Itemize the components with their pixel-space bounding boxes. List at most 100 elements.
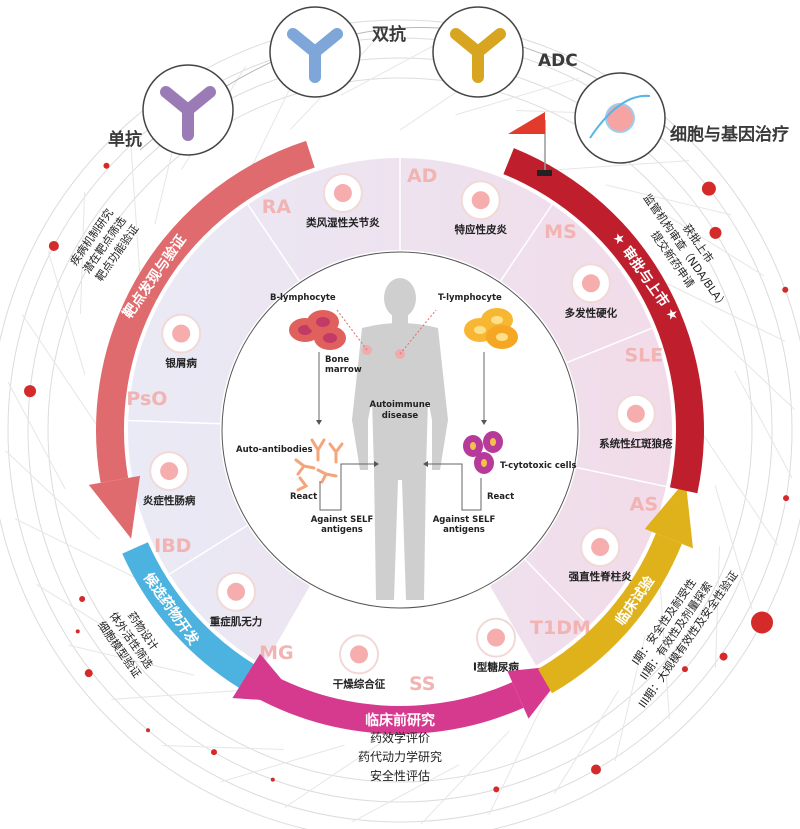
disease-segment-divider: [430, 607, 448, 698]
finish-flag-base: [537, 170, 552, 176]
stage-arrow-target-head: [88, 475, 141, 539]
network-line: [659, 579, 670, 719]
network-line: [340, 37, 449, 96]
disease-abbr: SS: [409, 673, 436, 695]
network-node-dot: [591, 764, 601, 775]
disease-abbr: PsO: [126, 388, 167, 410]
modality-label: 双抗: [372, 24, 406, 45]
antibody-glyph: [450, 28, 506, 83]
skin-layer-icon-glyph: [350, 645, 369, 664]
spine-pain-icon-glyph: [591, 538, 610, 557]
modality-bsab: 双抗: [269, 6, 406, 98]
disease-segment-divider: [288, 594, 328, 679]
disease-name: 重症肌无力: [210, 615, 263, 628]
network-node-dot: [103, 162, 110, 169]
disease-name: 类风湿性关节炎: [306, 216, 380, 229]
disease-segment-mg: 重症肌无力 MG: [210, 571, 328, 679]
finish-flag-icon: [508, 112, 545, 134]
network-orbit: [27, 57, 773, 803]
cell-glyph: [605, 103, 635, 133]
stage-arrow-target: [88, 140, 315, 539]
disease-abbr: MG: [259, 642, 294, 664]
network-line: [553, 690, 619, 794]
network-node-dot: [84, 669, 93, 678]
disease-name: 特应性皮炎: [454, 223, 507, 236]
network-line: [659, 279, 786, 342]
stage-sub-label: 药代动力学研究: [358, 749, 442, 764]
network-line: [220, 744, 345, 783]
disease-name: 炎症性肠病: [143, 494, 196, 507]
network-line: [714, 546, 720, 668]
network-line: [5, 450, 100, 540]
disease-segment-ss: 干燥综合征 SS: [333, 607, 448, 698]
pancreatic-islet-icon-glyph: [486, 628, 505, 647]
network-node-dot: [79, 596, 86, 603]
neuron-icon-glyph: [227, 582, 246, 601]
stage-label-preclinical: 临床前研究: [365, 712, 435, 729]
intestine-icon-glyph: [160, 462, 179, 481]
network-node-dot: [782, 286, 789, 293]
network-orbit: [7, 37, 793, 823]
antibody-glyph: [160, 86, 216, 141]
disease-name: 系统性红斑狼疮: [599, 437, 673, 450]
disease-segment-sle: 系统性红斑狼疮 SLE: [566, 327, 673, 450]
network-line: [68, 644, 195, 676]
disease-ring: 类风湿性关节炎RA特应性皮炎AD多发性硬化MS系统性红斑狼疮SLE强直性脊柱炎A…: [126, 157, 673, 698]
stage-arrow-clinical-head: [644, 480, 693, 549]
disease-abbr: AD: [407, 165, 437, 187]
stage-arrow-approval: [503, 112, 704, 494]
network-line: [699, 429, 779, 546]
stage-arrow-preclinical-band: [238, 664, 524, 734]
network-line: [7, 381, 66, 490]
network-node-dot: [709, 226, 722, 239]
network-node-dot: [75, 629, 80, 634]
modality-mab: 单抗: [108, 64, 234, 156]
react-label-right: React: [487, 492, 514, 502]
t-cytotoxic-cells-label: T-cytotoxic cells: [500, 461, 577, 471]
disease-name: 多发性硬化: [565, 306, 618, 319]
disease-segment-divider: [168, 524, 248, 575]
disease-abbr: MS: [544, 221, 577, 243]
stage-sub-label: 安全性评估: [370, 768, 430, 783]
network-line: [660, 211, 764, 277]
b-lymphocyte-cells: [289, 310, 346, 350]
network-node-dot: [48, 240, 59, 251]
network-line: [21, 314, 101, 431]
react-label-left: React: [290, 492, 317, 502]
disease-segment-ad: 特应性皮炎 AD: [399, 158, 507, 250]
t-lymphocyte-cells: [464, 308, 518, 349]
network-line: [130, 141, 141, 281]
network-orbit: [0, 19, 800, 829]
autoimmune-disease-label-line1: Autoimmune: [369, 400, 430, 410]
disease-abbr: SLE: [624, 344, 663, 366]
stage-arrow-clinical-band: [538, 533, 682, 694]
disease-name: I型糖尿病: [473, 661, 519, 674]
network-line: [284, 729, 401, 809]
modality-label: 单抗: [108, 129, 142, 150]
t-lymphocyte-label: T-lymphocyte: [438, 293, 502, 303]
against-self-antigens-right-line2: antigens: [443, 525, 485, 535]
against-self-antigens-left-line1: Against SELF: [311, 515, 374, 525]
disease-ring-band: [128, 157, 672, 666]
disease-name: 干燥综合征: [333, 677, 386, 690]
network-line: [111, 689, 251, 700]
disease-segment-divider: [566, 327, 653, 364]
skin-hair-icon-glyph: [172, 324, 191, 343]
human-body-silhouette: [352, 278, 448, 600]
network-line: [734, 370, 793, 479]
network-node-dot: [681, 666, 688, 673]
disease-segment-t1dm: I型糖尿病 T1DM: [473, 558, 591, 674]
network-line: [714, 485, 753, 610]
network-node-dot: [146, 728, 151, 733]
t-cytotoxic-cells-glyphs: [463, 431, 503, 474]
autoimmune-disease-label-line2: disease: [382, 411, 419, 421]
dna-helix-glyph: [589, 94, 651, 139]
disease-abbr: T1DM: [530, 617, 591, 639]
modality-label: ADC: [538, 51, 578, 71]
stage-arrow-target-band: [131, 140, 315, 301]
brain-icon-glyph: [581, 274, 600, 293]
stage-arrow-preclinical-tail: [232, 653, 301, 703]
